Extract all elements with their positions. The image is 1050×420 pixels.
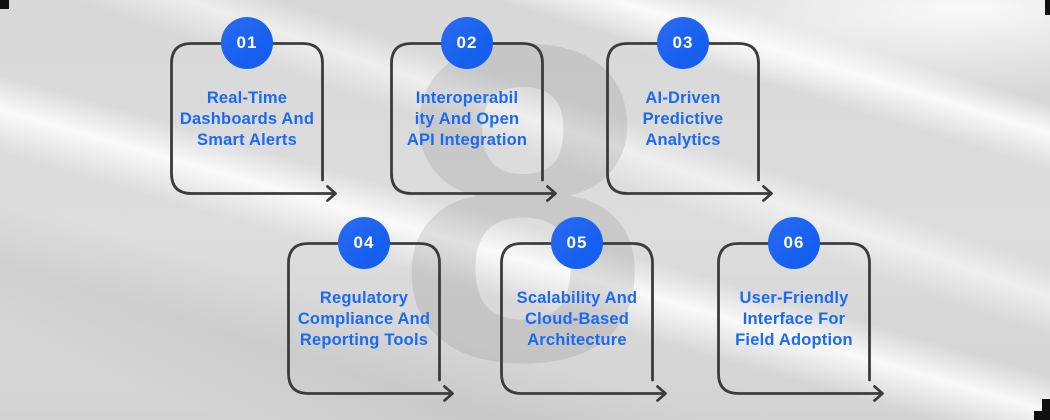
feature-card-1: 01 Real-Time Dashboards And Smart Alerts [170,17,337,202]
card-border-arrow [606,42,773,202]
card-title-line: Scalability And [516,288,638,307]
feature-card-5: 05 Scalability And Cloud-Based Architect… [500,217,667,402]
feature-card-3: 03 AI-Driven Predictive Analytics [606,17,773,202]
card-border-arrow [390,42,557,202]
card-border [606,42,773,195]
step-number: 04 [353,233,375,252]
step-number-badge: 04 [338,217,390,269]
step-number: 02 [456,33,478,52]
card-border-arrow [717,242,884,402]
arrow-head-icon [656,385,667,402]
card-title: AI-Driven Predictive Analytics [592,44,774,194]
step-number: 03 [672,33,694,52]
card-title-line: ity And Open [414,109,520,128]
arrow-head-icon [546,185,557,202]
arrow-head-icon [873,385,884,402]
card-title-line: Interoperabil [415,88,519,107]
card-title-line: Reporting Tools [299,330,429,349]
card-title-line: Real-Time [206,88,288,107]
corner-mark-bottom-right [1034,411,1050,420]
arrow-head-icon [326,185,337,202]
step-number-badge: 02 [441,17,493,69]
card-title: User-Friendly Interface For Field Adopti… [703,244,885,394]
card-title-line: Interface For [742,309,846,328]
corner-mark-bottom-right [1042,399,1050,420]
feature-card-6: 06 User-Friendly Interface For Field Ado… [717,217,884,402]
corner-mark-top-right [1045,0,1050,15]
card-border [500,242,667,395]
card-title-line: User-Friendly [739,288,849,307]
card-border-arrow [287,242,454,402]
card-border [717,242,884,395]
step-number-badge: 06 [768,217,820,269]
card-border-arrow [500,242,667,402]
step-number: 06 [783,233,805,252]
feature-card-2: 02 Interoperabil ity And Open API Integr… [390,17,557,202]
card-title-line: Dashboards And [179,109,315,128]
card-title-line: Predictive [642,109,724,128]
card-title-line: Compliance And [297,309,431,328]
card-title-line: Cloud-Based [525,309,629,328]
card-border [287,242,454,395]
feature-card-4: 04 Regulatory Compliance And Reporting T… [287,217,454,402]
step-number-badge: 01 [221,17,273,69]
card-title-line: Regulatory [319,288,409,307]
card-title: Interoperabil ity And Open API Integrati… [376,44,558,194]
card-title-line: Smart Alerts [197,130,297,149]
corner-mark-top-left [0,0,9,9]
card-border-arrow [170,42,337,202]
card-border [390,42,557,195]
step-number-badge: 05 [551,217,603,269]
card-border [170,42,337,195]
arrow-head-icon [443,385,454,402]
arrow-head-icon [762,185,773,202]
card-title-line: Analytics [645,130,721,149]
step-number-badge: 03 [657,17,709,69]
step-number: 01 [236,33,258,52]
step-number: 05 [566,233,588,252]
card-title: Regulatory Compliance And Reporting Tool… [273,244,455,394]
card-title-line: AI-Driven [645,88,721,107]
card-title-line: Field Adoption [735,330,853,349]
card-title: Scalability And Cloud-Based Architecture [486,244,668,394]
card-title: Real-Time Dashboards And Smart Alerts [156,44,338,194]
card-title-line: API Integration [406,130,528,149]
card-title-line: Architecture [527,330,627,349]
